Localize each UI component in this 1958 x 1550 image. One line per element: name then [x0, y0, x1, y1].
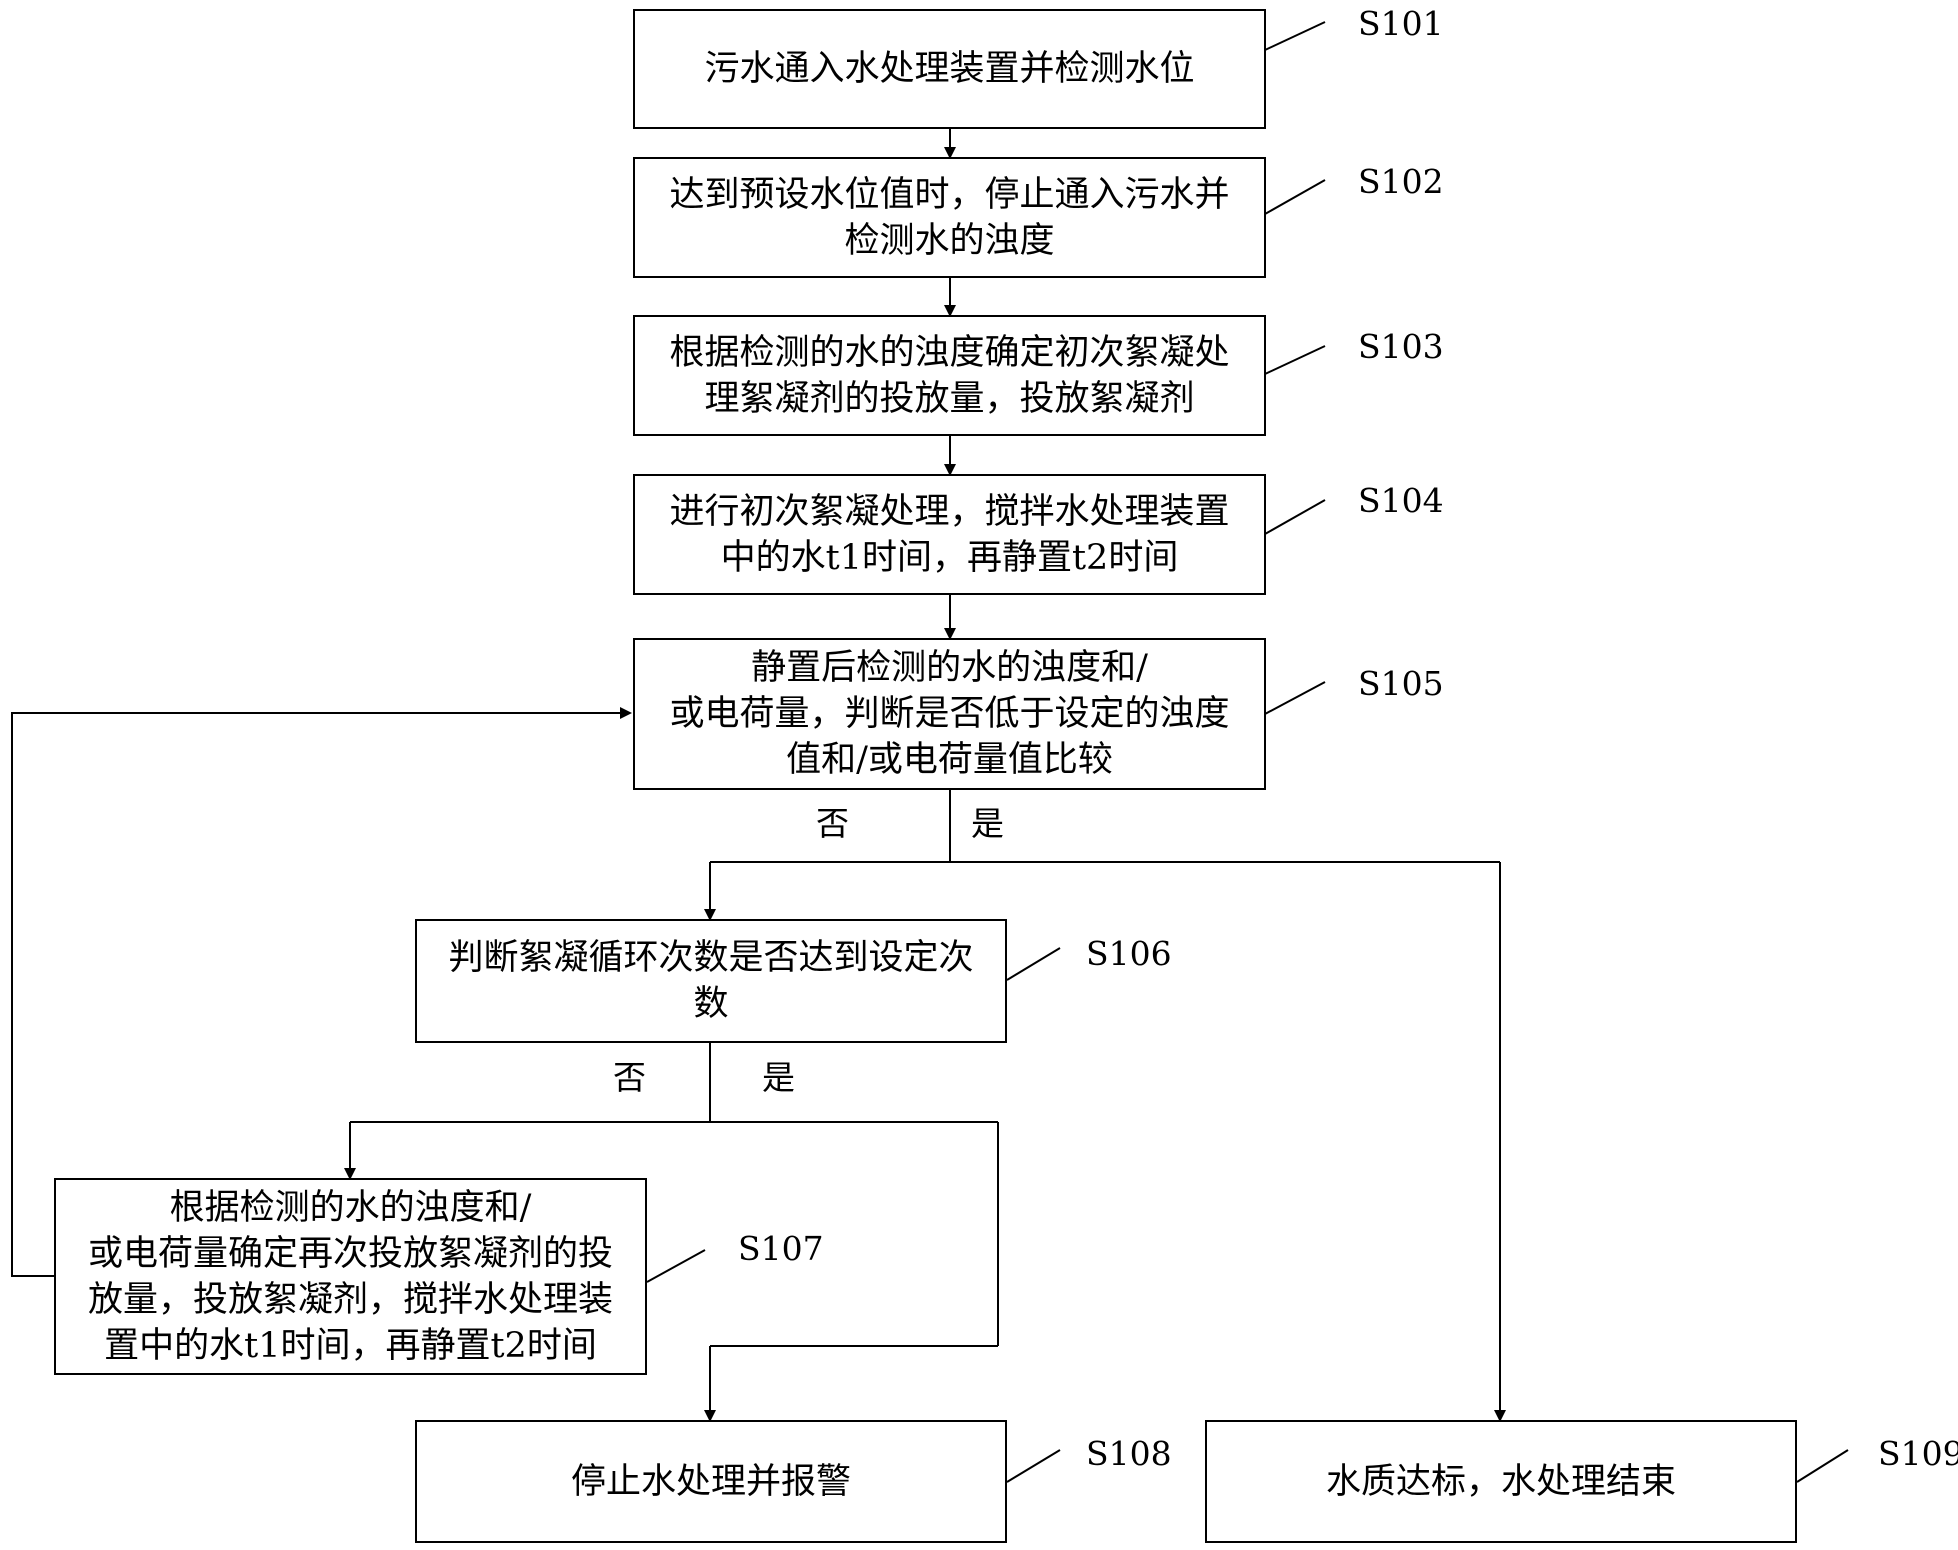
- step-label-s102: S102: [1358, 162, 1444, 201]
- leader-s109: [1796, 1449, 1849, 1483]
- step-text-s109: 水质达标，水处理结束: [1325, 1461, 1676, 1502]
- step-label-s109: S109: [1878, 1434, 1958, 1473]
- step-label-s106: S106: [1086, 934, 1172, 973]
- arrow-s107-loop-to-s105: [11, 707, 632, 1277]
- step-text-s103: 根据检测的水的浊度确定初次絮凝处 理絮凝剂的投放量，投放絮凝剂: [669, 332, 1230, 419]
- leader-s106: [1006, 947, 1061, 981]
- leader-s102: [1264, 179, 1326, 215]
- step-box-s108: 停止水处理并报警: [415, 1420, 1007, 1543]
- step-text-s108: 停止水处理并报警: [570, 1461, 851, 1502]
- step-label-s101: S101: [1358, 4, 1444, 43]
- step-box-s101: 污水通入水处理装置并检测水位: [633, 9, 1266, 129]
- step-label-s107: S107: [738, 1229, 824, 1268]
- step-box-s107: 根据检测的水的浊度和/ 或电荷量确定再次投放絮凝剂的投 放量，投放絮凝剂，搅拌水…: [54, 1178, 647, 1375]
- step-text-s106: 判断絮凝循环次数是否达到设定次 数: [448, 938, 974, 1024]
- step-text-s105: 静置后检测的水的浊度和/ 或电荷量，判断是否低于设定的浊度 值和/或电荷量值比较: [669, 648, 1230, 780]
- leader-s108: [1006, 1449, 1061, 1483]
- step-label-s105: S105: [1358, 664, 1444, 703]
- step-box-s102: 达到预设水位值时，停止通入污水并 检测水的浊度: [633, 157, 1266, 278]
- leader-s101: [1264, 21, 1326, 51]
- step-label-s104: S104: [1358, 481, 1444, 520]
- step-label-s108: S108: [1086, 1434, 1172, 1473]
- step-text-s101: 污水通入水处理装置并检测水位: [704, 49, 1195, 89]
- leader-s103: [1264, 345, 1326, 375]
- branch-label-s106-no: 否: [613, 1058, 646, 1097]
- step-text-s102: 达到预设水位值时，停止通入污水并 检测水的浊度: [669, 174, 1230, 261]
- step-box-s105: 静置后检测的水的浊度和/ 或电荷量，判断是否低于设定的浊度 值和/或电荷量值比较: [633, 638, 1266, 790]
- step-box-s109: 水质达标，水处理结束: [1205, 1420, 1797, 1543]
- branch-label-s105-no: 否: [816, 804, 849, 843]
- branch-label-s105-yes: 是: [971, 804, 1004, 843]
- branch-label-s106-yes: 是: [762, 1058, 795, 1097]
- leader-s107: [646, 1249, 706, 1283]
- step-text-s104: 进行初次絮凝处理，搅拌水处理装置 中的水t1时间，再静置t2时间: [669, 491, 1230, 578]
- step-box-s103: 根据检测的水的浊度确定初次絮凝处 理絮凝剂的投放量，投放絮凝剂: [633, 315, 1266, 436]
- step-box-s104: 进行初次絮凝处理，搅拌水处理装置 中的水t1时间，再静置t2时间: [633, 474, 1266, 595]
- leader-s104: [1264, 499, 1326, 535]
- leader-s105: [1264, 681, 1326, 715]
- step-box-s106: 判断絮凝循环次数是否达到设定次 数: [415, 919, 1007, 1043]
- step-label-s103: S103: [1358, 327, 1444, 366]
- step-text-s107: 根据检测的水的浊度和/ 或电荷量确定再次投放絮凝剂的投 放量，投放絮凝剂，搅拌水…: [87, 1187, 613, 1366]
